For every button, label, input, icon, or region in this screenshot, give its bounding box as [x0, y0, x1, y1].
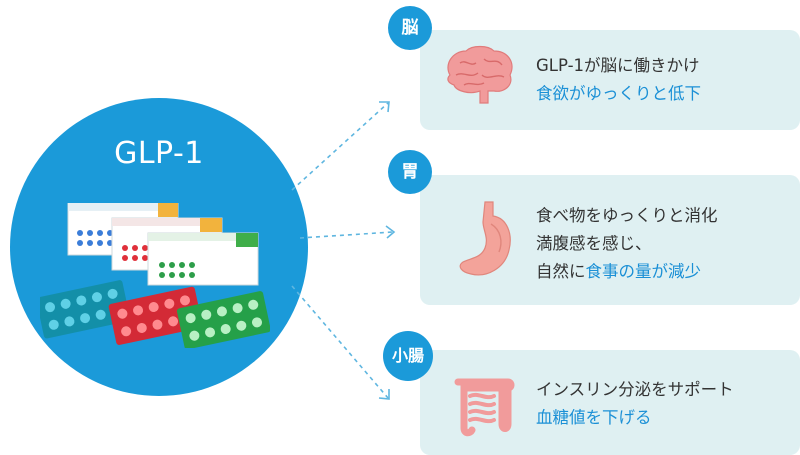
- badge-stomach: 胃: [388, 150, 432, 194]
- glp1-circle: GLP-1: [10, 98, 308, 396]
- brain-line-1: GLP-1が脳に働きかけ: [536, 56, 700, 75]
- brain-icon: [447, 45, 513, 104]
- intestine-icon: [454, 378, 515, 437]
- stomach-icon: [459, 201, 511, 276]
- intestine-line-1: インスリン分泌をサポート: [536, 380, 734, 399]
- arrow-to-brain: [291, 102, 389, 191]
- stomach-line-1: 食べ物をゆっくりと消化: [536, 206, 718, 225]
- brain-line-2: 食欲がゆっくりと低下: [536, 84, 701, 103]
- medicine-box-green: [147, 232, 259, 286]
- medication-package-illustration: [40, 203, 270, 348]
- stomach-line-3: 自然に食事の量が減少: [536, 262, 701, 281]
- circle-title: GLP-1: [114, 136, 204, 171]
- badge-small-intestine: 小腸: [383, 331, 433, 381]
- intestine-description: インスリン分泌をサポート 血糖値を下げる: [536, 376, 734, 432]
- stomach-description: 食べ物をゆっくりと消化 満腹感を感じ、 自然に食事の量が減少: [536, 202, 718, 286]
- arrow-to-stomach: [299, 231, 394, 239]
- arrow-to-intestine: [291, 285, 389, 399]
- badge-brain: 脳: [388, 6, 432, 50]
- brain-description: GLP-1が脳に働きかけ 食欲がゆっくりと低下: [536, 52, 701, 108]
- blister-pack-green: [176, 291, 270, 348]
- stomach-card: [420, 175, 800, 305]
- intestine-line-2: 血糖値を下げる: [536, 408, 652, 427]
- blister-pack-blue: [40, 280, 131, 339]
- stomach-line-2: 満腹感を感じ、: [536, 234, 652, 253]
